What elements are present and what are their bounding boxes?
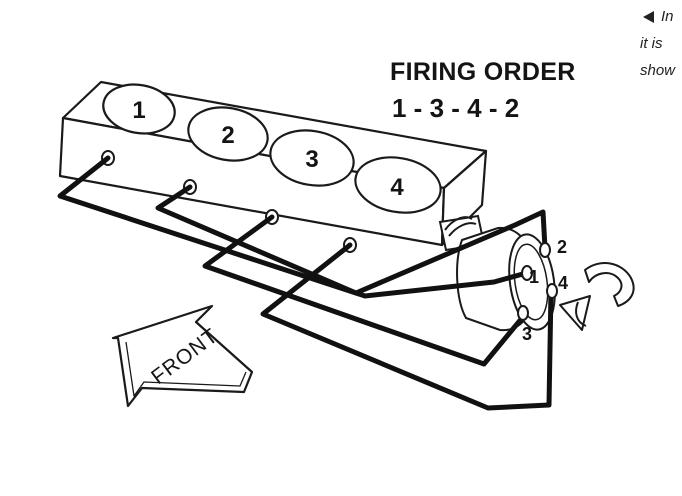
terminal-3 bbox=[517, 305, 529, 321]
side-note-arrow-icon bbox=[643, 11, 654, 23]
terminal-label-1: 1 bbox=[529, 267, 539, 287]
cylinder-1-bore bbox=[102, 83, 176, 135]
wire-cylinder-1 bbox=[57, 155, 533, 299]
side-note-line-3: show bbox=[640, 62, 676, 79]
ignition-wires bbox=[57, 155, 554, 411]
terminal-label-4: 4 bbox=[558, 273, 568, 293]
wire-cylinder-3 bbox=[202, 214, 525, 367]
diagram-title: FIRING ORDER bbox=[390, 58, 576, 86]
distributor-terminals bbox=[517, 242, 558, 321]
side-note-line-1: In bbox=[661, 8, 674, 25]
cylinder-bores bbox=[102, 83, 442, 214]
front-arrow-icon bbox=[111, 304, 254, 408]
cylinder-label-1: 1 bbox=[132, 97, 145, 124]
cylinder-4-bore bbox=[354, 156, 442, 214]
terminal-2 bbox=[539, 242, 551, 258]
terminal-1 bbox=[521, 265, 533, 281]
terminal-4 bbox=[546, 283, 558, 299]
cylinder-2-bore bbox=[187, 106, 269, 162]
cylinder-label-3: 3 bbox=[305, 146, 318, 173]
cylinder-label-4: 4 bbox=[390, 174, 404, 201]
cylinder-label-2: 2 bbox=[221, 122, 234, 149]
side-note-line-2: it is bbox=[640, 35, 663, 52]
wire-cylinder-2 bbox=[155, 184, 548, 296]
wire-cylinder-4 bbox=[260, 242, 554, 411]
terminal-label-2: 2 bbox=[557, 237, 567, 257]
firing-order-sequence: 1 - 3 - 4 - 2 bbox=[392, 93, 520, 123]
terminal-label-3: 3 bbox=[522, 324, 532, 344]
cylinder-3-bore bbox=[269, 129, 355, 187]
rotation-arrow-icon bbox=[559, 262, 635, 331]
